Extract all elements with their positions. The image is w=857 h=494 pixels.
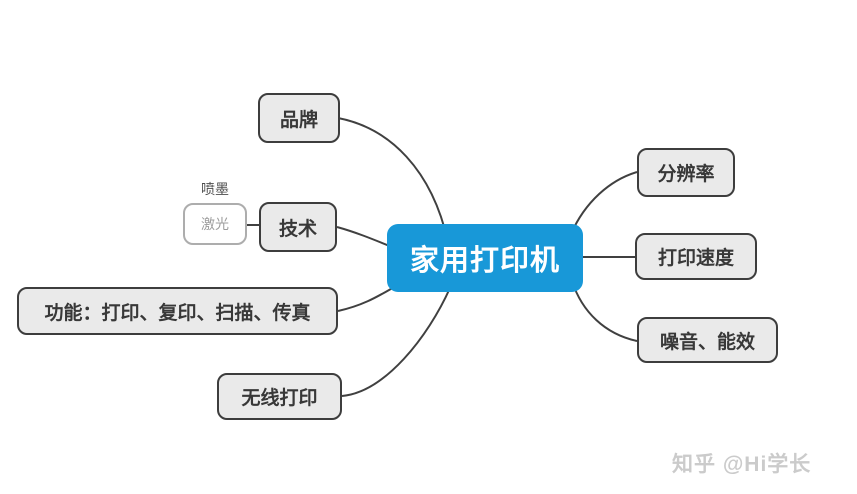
watermark: 知乎 @Hi学长	[672, 453, 812, 476]
node-wireless[interactable]: 无线打印	[217, 373, 342, 420]
node-laser[interactable]: 激光	[183, 203, 247, 245]
node-features[interactable]: 功能：打印、复印、扫描、传真	[17, 287, 338, 335]
node-resolution[interactable]: 分辨率	[637, 148, 735, 197]
node-center[interactable]: 家用打印机	[387, 224, 583, 292]
node-brand[interactable]: 品牌	[258, 93, 340, 143]
node-features-label: 功能：打印、复印、扫描、传真	[44, 302, 311, 324]
node-laser-label: 激光	[201, 216, 229, 232]
connector-tech	[336, 226, 393, 248]
node-noise-label: 噪音、能效	[659, 331, 755, 353]
node-noise[interactable]: 噪音、能效	[637, 317, 778, 363]
node-resolution-label: 分辨率	[657, 164, 715, 185]
connector-brand	[337, 117, 449, 243]
node-center-label: 家用打印机	[409, 245, 560, 277]
node-brand-label: 品牌	[279, 109, 318, 131]
node-speed[interactable]: 打印速度	[635, 233, 757, 280]
node-speed-label: 打印速度	[657, 248, 734, 269]
connector-wireless	[341, 287, 451, 397]
node-tech-label: 技术	[278, 218, 317, 240]
connector-features	[337, 285, 397, 312]
connector-resolution	[570, 171, 638, 235]
connector-noise	[571, 280, 638, 342]
node-tech[interactable]: 技术	[259, 202, 337, 252]
node-inkjet-label: 喷墨	[201, 181, 229, 197]
node-wireless-label: 无线打印	[241, 388, 318, 409]
node-inkjet[interactable]: 喷墨	[183, 179, 247, 199]
